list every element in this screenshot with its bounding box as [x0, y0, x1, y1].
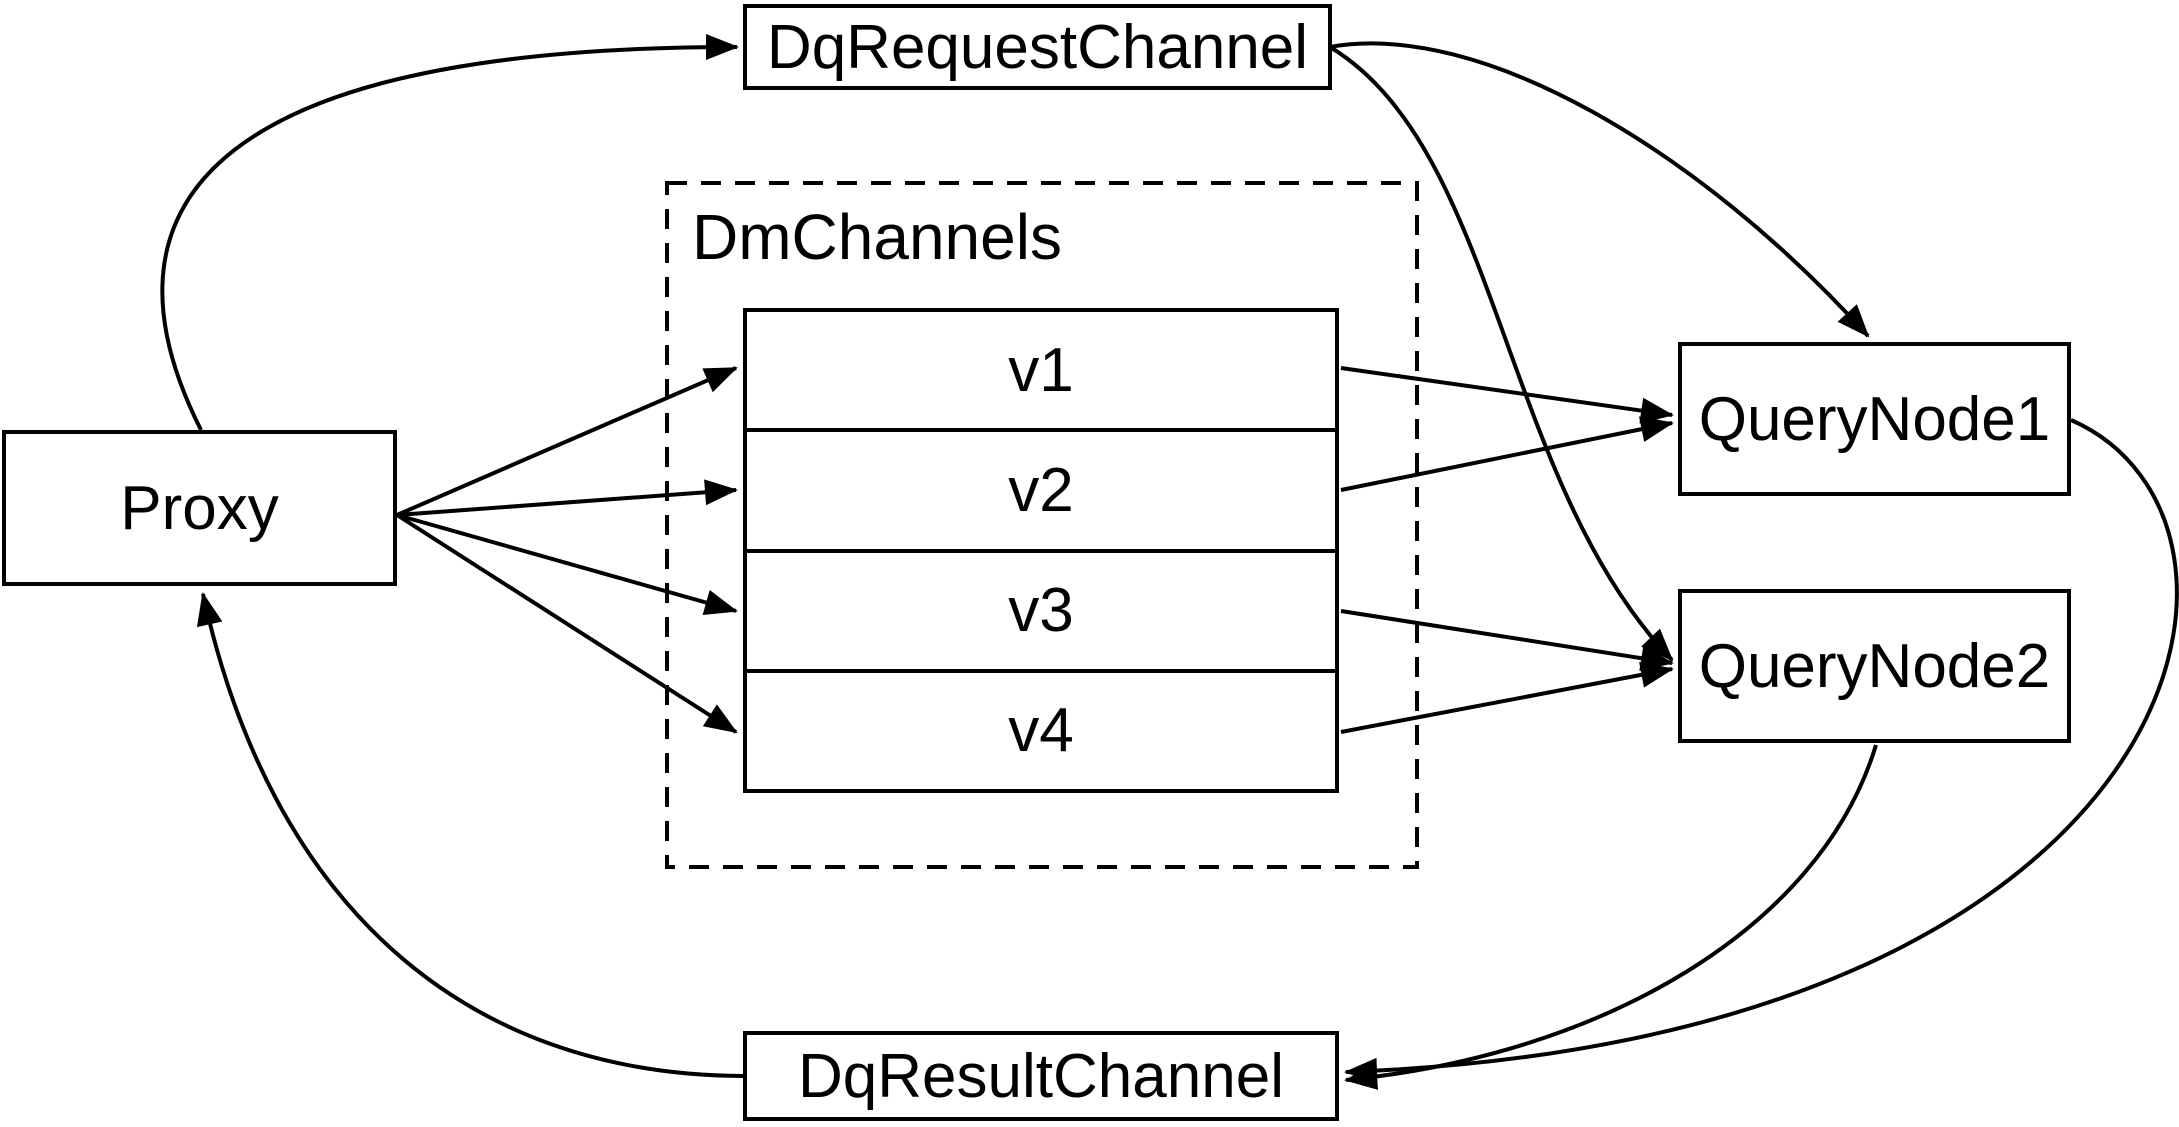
channel-row-v4-label: v4	[1008, 696, 1074, 766]
node-dqresultchannel: DqResultChannel	[743, 1031, 1339, 1121]
edge-v3-to-querynode2	[1340, 609, 1674, 672]
edge-dqresultchannel-to-proxy	[196, 592, 744, 1078]
edge-v2-to-querynode1	[1340, 416, 1674, 492]
edge-dqrequestchannel-to-querynode2	[1328, 45, 1674, 662]
channel-row-v1-label: v1	[1008, 335, 1074, 405]
edge-proxy-to-v1	[396, 366, 738, 517]
node-querynode1: QueryNode1	[1678, 342, 2071, 496]
edge-querynode2-to-dqresultchannel	[1344, 744, 1878, 1090]
channel-row-v3: v3	[747, 548, 1335, 669]
node-querynode2: QueryNode2	[1678, 589, 2071, 743]
edge-dqrequestchannel-to-querynode1	[1329, 41, 1870, 338]
node-dqrequestchannel: DqRequestChannel	[743, 4, 1332, 90]
node-querynode2-label: QueryNode2	[1698, 631, 2051, 701]
edge-proxy-to-v4	[395, 513, 738, 734]
node-proxy-label: Proxy	[120, 473, 279, 543]
edge-proxy-to-v3	[396, 513, 738, 616]
edge-v1-to-querynode1	[1340, 366, 1674, 424]
node-querynode1-label: QueryNode1	[1698, 384, 2051, 454]
channel-row-v3-label: v3	[1008, 576, 1074, 646]
edge-proxy-to-v2	[396, 479, 738, 517]
node-dqresultchannel-label: DqResultChannel	[798, 1041, 1284, 1111]
channel-row-v2-label: v2	[1008, 455, 1074, 525]
channel-row-v4: v4	[747, 668, 1335, 789]
channel-row-v2: v2	[747, 428, 1335, 548]
edge-querynode1-to-dqresultchannel	[1344, 418, 2179, 1084]
node-dqrequestchannel-label: DqRequestChannel	[766, 12, 1309, 82]
channel-row-v1: v1	[747, 312, 1335, 428]
dm-channels-table: v1 v2 v3 v4	[743, 308, 1339, 793]
node-proxy: Proxy	[2, 430, 397, 586]
edge-v4-to-querynode2	[1340, 662, 1674, 734]
dm-channels-container-border	[665, 181, 1419, 869]
edge-proxy-to-dqrequestchannel	[160, 34, 739, 431]
dm-channels-label: DmChannels	[692, 201, 1062, 273]
